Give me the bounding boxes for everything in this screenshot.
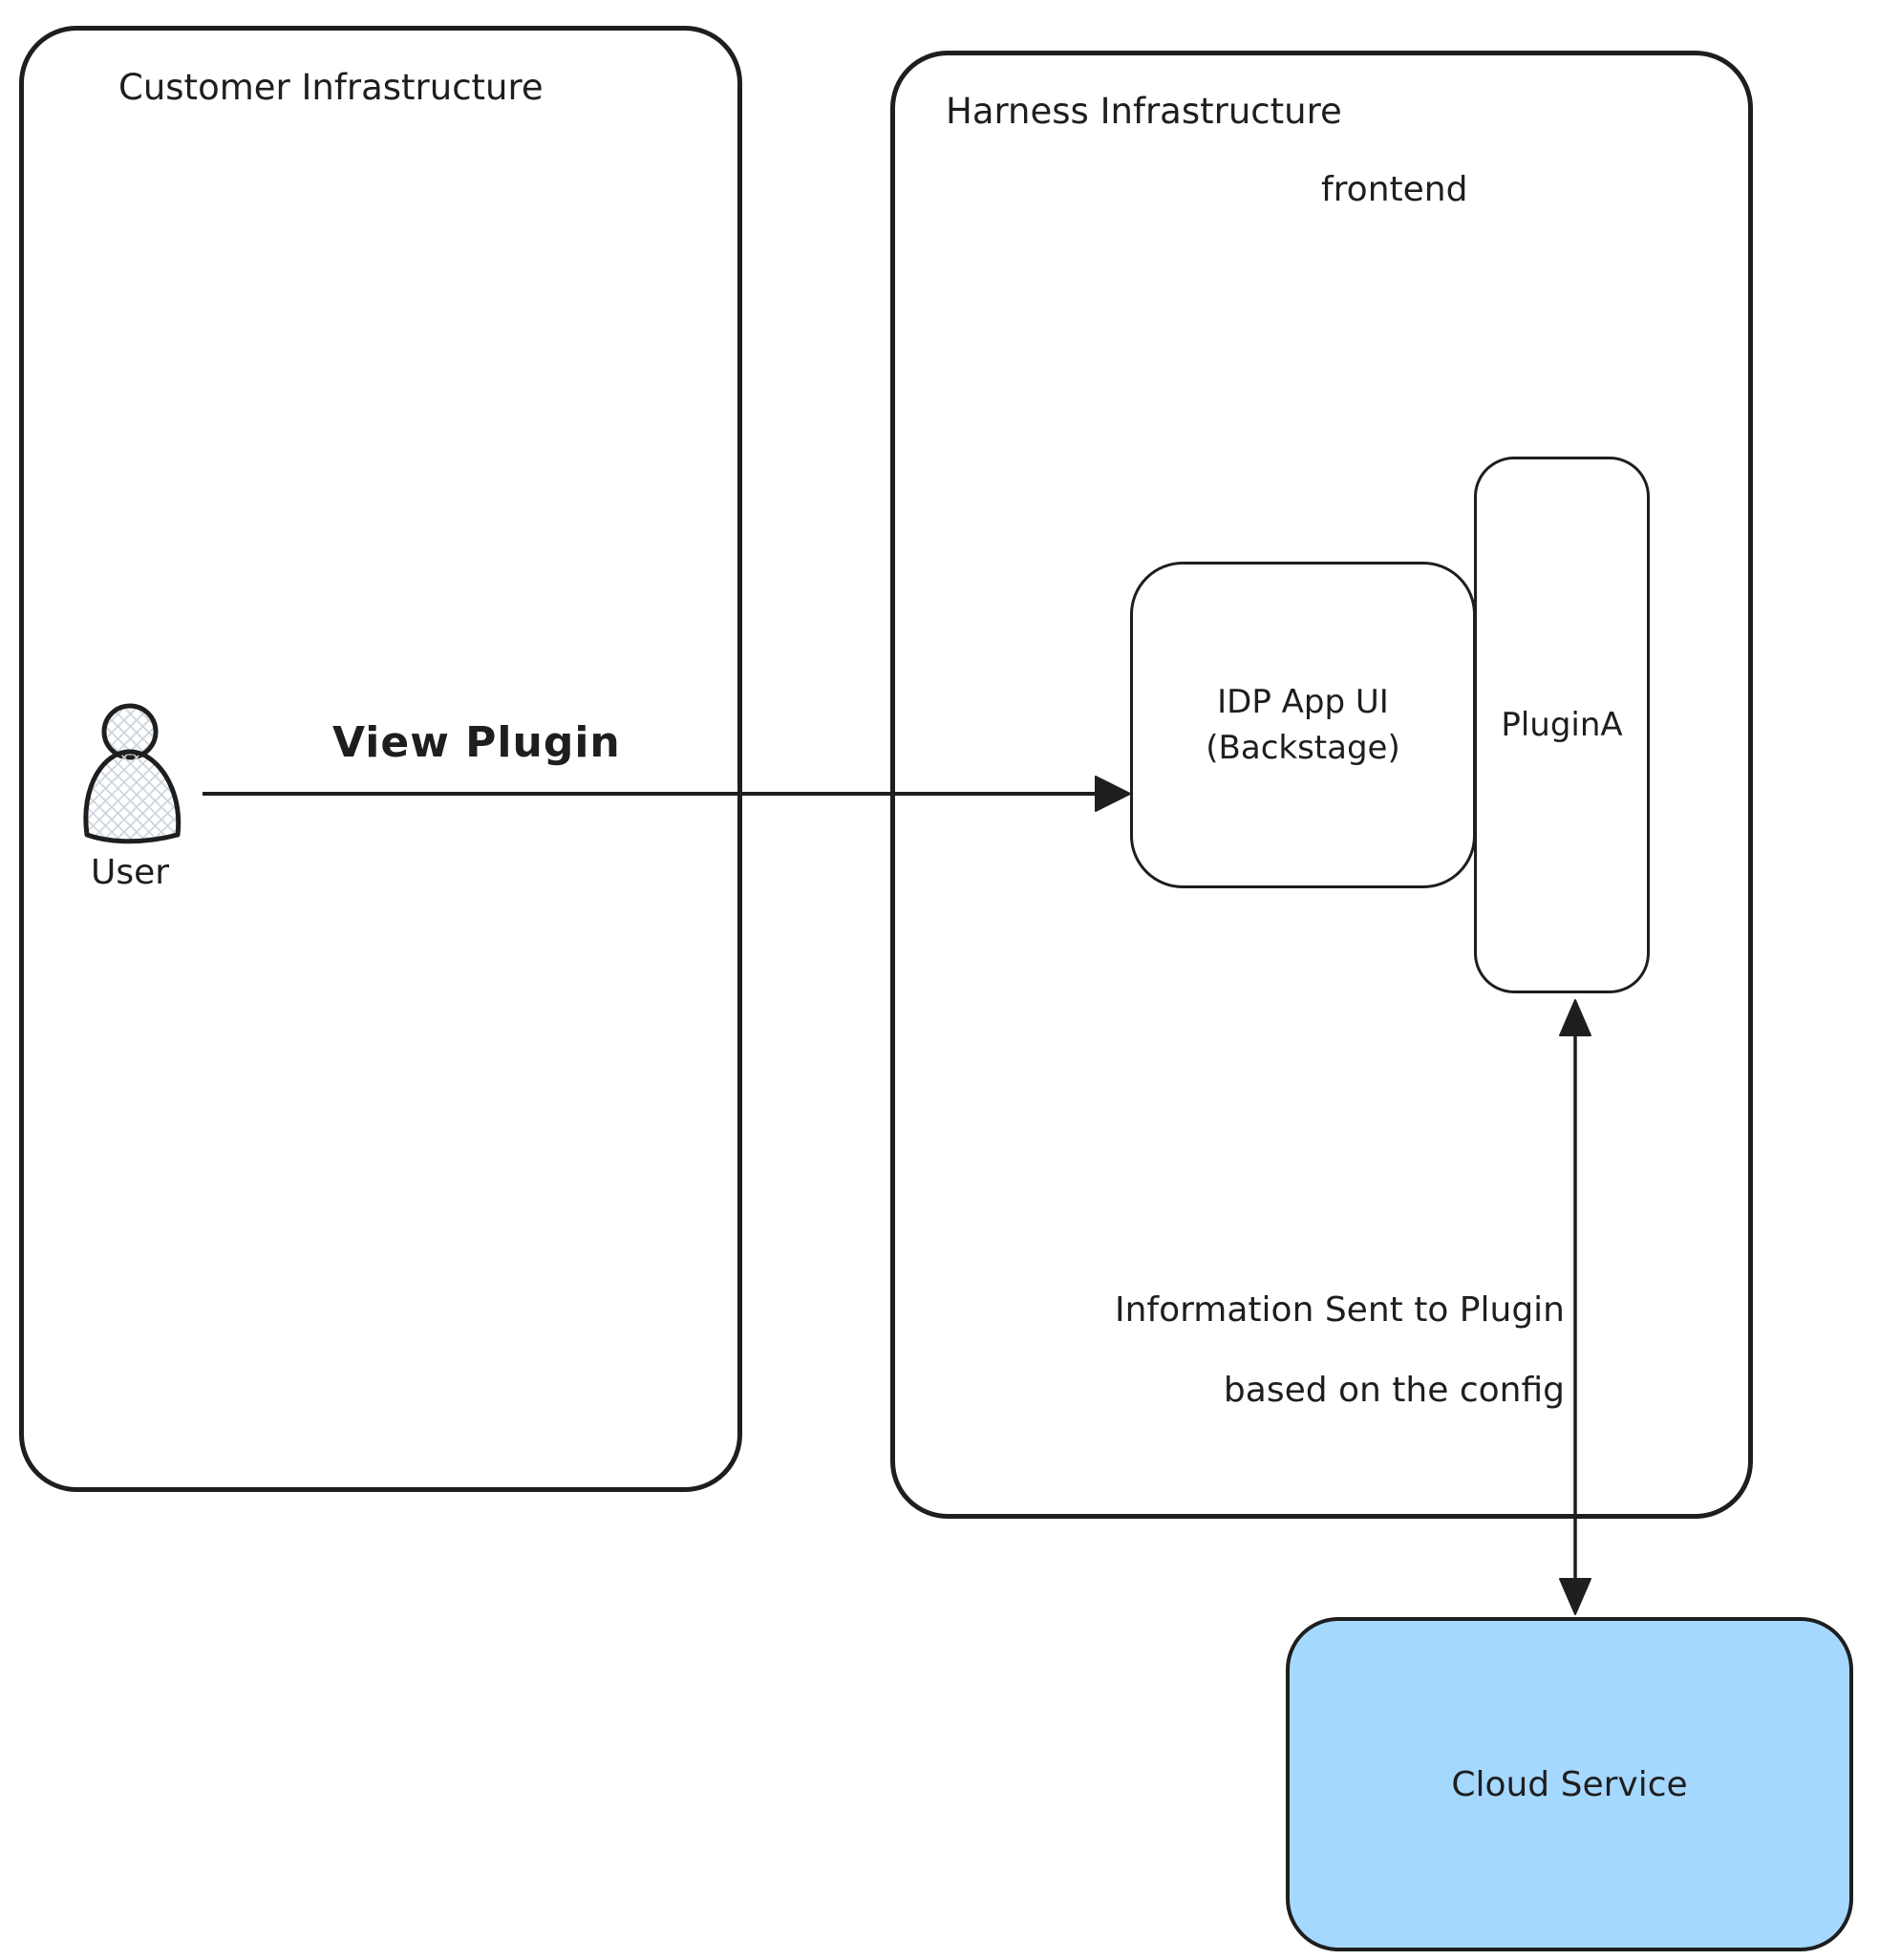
info-sent-label-line2: based on the config <box>1223 1371 1565 1410</box>
info-sent-to-plugin-label: Information Sent to Plugin based on the … <box>1115 1270 1565 1431</box>
harness-infrastructure-box <box>890 51 1753 1519</box>
customer-infrastructure-box <box>19 26 742 1492</box>
cloud-service-box: Cloud Service <box>1286 1617 1853 1951</box>
customer-infrastructure-title: Customer Infrastructure <box>118 67 544 108</box>
idp-app-ui-box: IDP App UI (Backstage) <box>1130 562 1476 888</box>
plugin-a-box: PluginA <box>1474 457 1650 993</box>
harness-infrastructure-title: Harness Infrastructure <box>946 91 1342 132</box>
frontend-label: frontend <box>1321 170 1468 209</box>
info-arrowhead-down <box>1559 1578 1591 1615</box>
user-label: User <box>90 853 170 892</box>
cloud-service-label: Cloud Service <box>1451 1764 1688 1804</box>
idp-app-ui-label-line2: (Backstage) <box>1206 729 1400 767</box>
plugin-a-label: PluginA <box>1501 706 1623 744</box>
idp-app-ui-label: IDP App UI (Backstage) <box>1133 565 1473 885</box>
view-plugin-arrow-label: View Plugin <box>332 718 621 767</box>
info-sent-label-line1: Information Sent to Plugin <box>1115 1290 1565 1330</box>
idp-app-ui-label-line1: IDP App UI <box>1217 683 1389 721</box>
